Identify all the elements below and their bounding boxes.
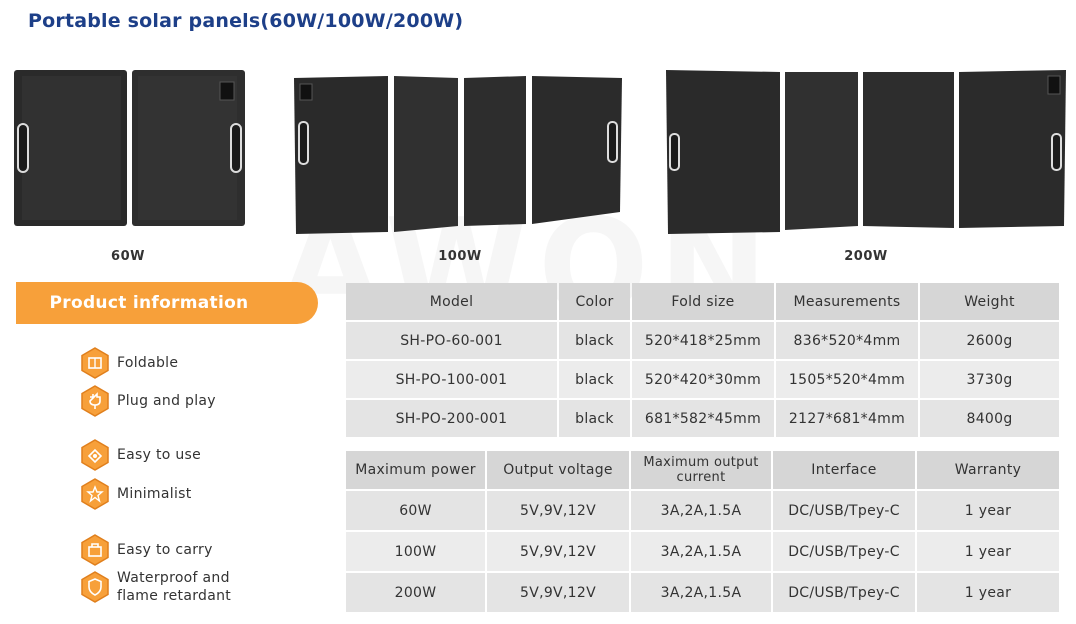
table-cell: SH-PO-200-001 [346,400,557,437]
table-cell: DC/USB/Tpey-C [773,491,915,530]
bag-icon [81,534,109,566]
feature-waterproof: Waterproof and flame retardant [79,569,257,605]
feature-label: Easy to use [117,447,202,463]
plug-icon [81,385,109,417]
header-cell: Weight [920,283,1059,320]
table-cell: DC/USB/Tpey-C [773,573,915,612]
header-cell: Measurements [776,283,918,320]
table-cell: 520*418*25mm [632,322,774,359]
panel-100w-caption: 100W [438,249,482,264]
table-row: 200W 5V,9V,12V 3A,2A,1.5A DC/USB/Tpey-C … [346,573,1059,612]
table-cell: 1 year [917,573,1059,612]
feature-foldable: Foldable [79,347,178,379]
feature-easy-to-carry: Easy to carry [79,534,213,566]
table-cell: 60W [346,491,485,530]
panel-60w-image [14,66,246,228]
table-cell: 1505*520*4mm [776,361,918,398]
feature-easy-to-use: Easy to use [79,439,201,471]
table-cell: 5V,9V,12V [487,532,629,571]
electrical-table: Maximum power Output voltage Maximum out… [344,449,1061,614]
feature-label: Minimalist [117,486,192,502]
table-row: SH-PO-200-001 black 681*582*45mm 2127*68… [346,400,1059,437]
feature-label: Plug and play [117,393,216,409]
header-cell: Interface [773,451,915,489]
table-header-row: Model Color Fold size Measurements Weigh… [346,283,1059,320]
table-cell: 3A,2A,1.5A [631,491,771,530]
panel-200w-image [666,68,1068,236]
table-row: SH-PO-100-001 black 520*420*30mm 1505*52… [346,361,1059,398]
table-cell: 3A,2A,1.5A [631,573,771,612]
table-cell: 5V,9V,12V [487,573,629,612]
feature-label: Waterproof and flame retardant [117,570,232,604]
shield-icon [81,571,109,603]
header-cell: Output voltage [487,451,629,489]
panel-60w-caption: 60W [111,249,145,264]
table-header-row: Maximum power Output voltage Maximum out… [346,451,1059,489]
header-cell: Fold size [632,283,774,320]
table-cell: black [559,400,630,437]
table-cell: SH-PO-60-001 [346,322,557,359]
feature-plug-and-play: Plug and play [79,385,216,417]
table-cell: 1 year [917,532,1059,571]
feature-label: Foldable [117,355,179,371]
table-cell: SH-PO-100-001 [346,361,557,398]
feature-label: Easy to carry [117,542,213,558]
table-cell: black [559,361,630,398]
table-cell: 200W [346,573,485,612]
header-cell: Maximum power [346,451,485,489]
table-cell: 681*582*45mm [632,400,774,437]
star-icon [81,478,109,510]
table-row: SH-PO-60-001 black 520*418*25mm 836*520*… [346,322,1059,359]
header-cell: Color [559,283,630,320]
table-cell: 100W [346,532,485,571]
table-cell: 836*520*4mm [776,322,918,359]
table-cell: 1 year [917,491,1059,530]
fold-icon [81,347,109,379]
product-info-banner: Product information [16,282,318,324]
hand-icon [81,439,109,471]
table-cell: 3A,2A,1.5A [631,532,771,571]
table-row: 100W 5V,9V,12V 3A,2A,1.5A DC/USB/Tpey-C … [346,532,1059,571]
table-cell: 2127*681*4mm [776,400,918,437]
table-cell: 8400g [920,400,1059,437]
panel-100w-image [294,74,624,234]
table-cell: DC/USB/Tpey-C [773,532,915,571]
header-cell: Maximum output current [631,451,771,489]
table-cell: 5V,9V,12V [487,491,629,530]
feature-minimalist: Minimalist [79,478,192,510]
spec-table: Model Color Fold size Measurements Weigh… [344,281,1061,439]
page-title: Portable solar panels(60W/100W/200W) [28,10,464,32]
table-cell: 3730g [920,361,1059,398]
table-cell: black [559,322,630,359]
header-cell: Model [346,283,557,320]
panel-200w-caption: 200W [844,249,888,264]
header-cell: Warranty [917,451,1059,489]
table-cell: 520*420*30mm [632,361,774,398]
table-cell: 2600g [920,322,1059,359]
table-row: 60W 5V,9V,12V 3A,2A,1.5A DC/USB/Tpey-C 1… [346,491,1059,530]
